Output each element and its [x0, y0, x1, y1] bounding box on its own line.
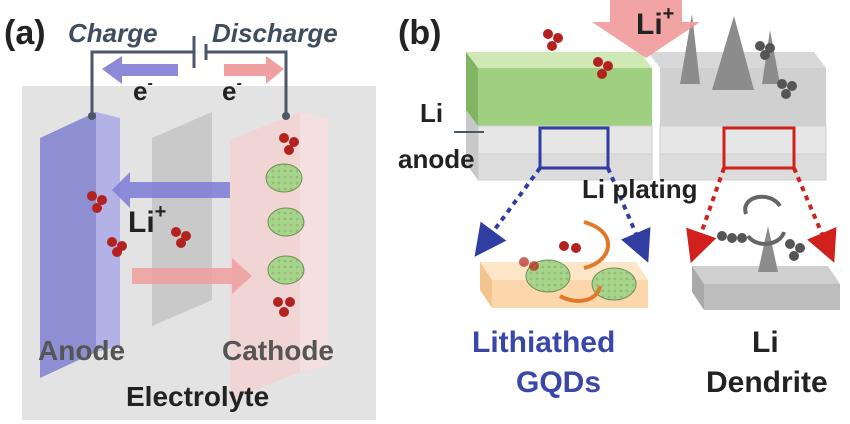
dendrite-zoom-spike [758, 226, 778, 272]
external-circuit-wire [90, 50, 288, 118]
anode-plate-front [40, 112, 96, 378]
dendrite-zoom-particles [717, 231, 805, 261]
charge-ion-arrow [112, 172, 230, 208]
dendrite-rotation-arrow-upper [743, 194, 782, 215]
lithiated-gqds-label-line2: GQDs [516, 366, 601, 399]
charge-label: Charge [68, 18, 158, 48]
gqd-layer-side [466, 52, 478, 126]
li-anode-label-line1: Li [420, 98, 443, 128]
dendrite-zoom-front [704, 284, 840, 310]
li-ion-cluster [87, 133, 299, 317]
cathode-label: Cathode [222, 335, 334, 366]
dendrite-zoom-top [692, 266, 840, 284]
cathode-particles [265, 163, 305, 285]
li-dendrite-label-line1: Li [752, 326, 779, 359]
charge-electron-arrow [102, 56, 178, 84]
gqd-layer [478, 68, 652, 126]
cathode-terminal [282, 112, 290, 120]
panel-b: (b) Li+ Li anode [398, 0, 840, 399]
incoming-li-label: Li+ [636, 3, 674, 41]
gqd-zoom-side [480, 262, 492, 308]
gqd-highlight-box [538, 126, 610, 170]
dendrite-spikes [680, 14, 780, 90]
electrolyte-label: Electrolyte [126, 381, 269, 412]
li-anode-label-line2: anode [398, 144, 475, 174]
lithiated-gqds-label-line1: Lithiathed [472, 326, 615, 359]
li-anode-slab-upper [477, 125, 653, 155]
zoom-arrow-red-right [792, 167, 837, 263]
gqd-zoom-li-particles [519, 241, 581, 271]
zoom-arrow-red-left [686, 167, 726, 264]
anode-plate-side [96, 112, 120, 352]
anode-label: Anode [38, 335, 125, 366]
bare-li-particles [755, 41, 797, 99]
plating-curved-arrow-lower [559, 285, 602, 303]
anode-terminal [88, 112, 96, 120]
incoming-li-particles [543, 29, 613, 79]
discharge-ion-arrow [132, 258, 252, 294]
li-plating-label: Li plating [582, 174, 698, 204]
dendrite-highlight-box [722, 126, 796, 170]
panel-b-tag: (b) [398, 14, 441, 52]
incoming-li-arrow [592, 0, 700, 58]
dendrite-zoom-side [692, 266, 704, 310]
gqd-layer-top-edge [466, 52, 652, 68]
discharge-electron-arrow [224, 56, 284, 84]
discharge-label: Discharge [212, 18, 338, 48]
plating-curved-arrow-upper [583, 220, 610, 270]
cathode-plate-side [300, 112, 328, 372]
electron-left-label: e- [133, 75, 153, 106]
panel-a-tag: (a) [4, 14, 46, 52]
li-ion-label: Li+ [128, 201, 166, 239]
zoom-arrow-blue-right [606, 167, 651, 263]
electron-right-label: e- [222, 75, 242, 106]
li-dendrite-label-line2: Dendrite [706, 366, 828, 399]
bare-anode-middle [659, 125, 827, 155]
li-anode-slab-side [466, 110, 478, 180]
panel-a: (a) Charge Discharge e- e- Li+ [4, 14, 376, 420]
dendrite-rotation-arrow-lower [746, 231, 786, 246]
